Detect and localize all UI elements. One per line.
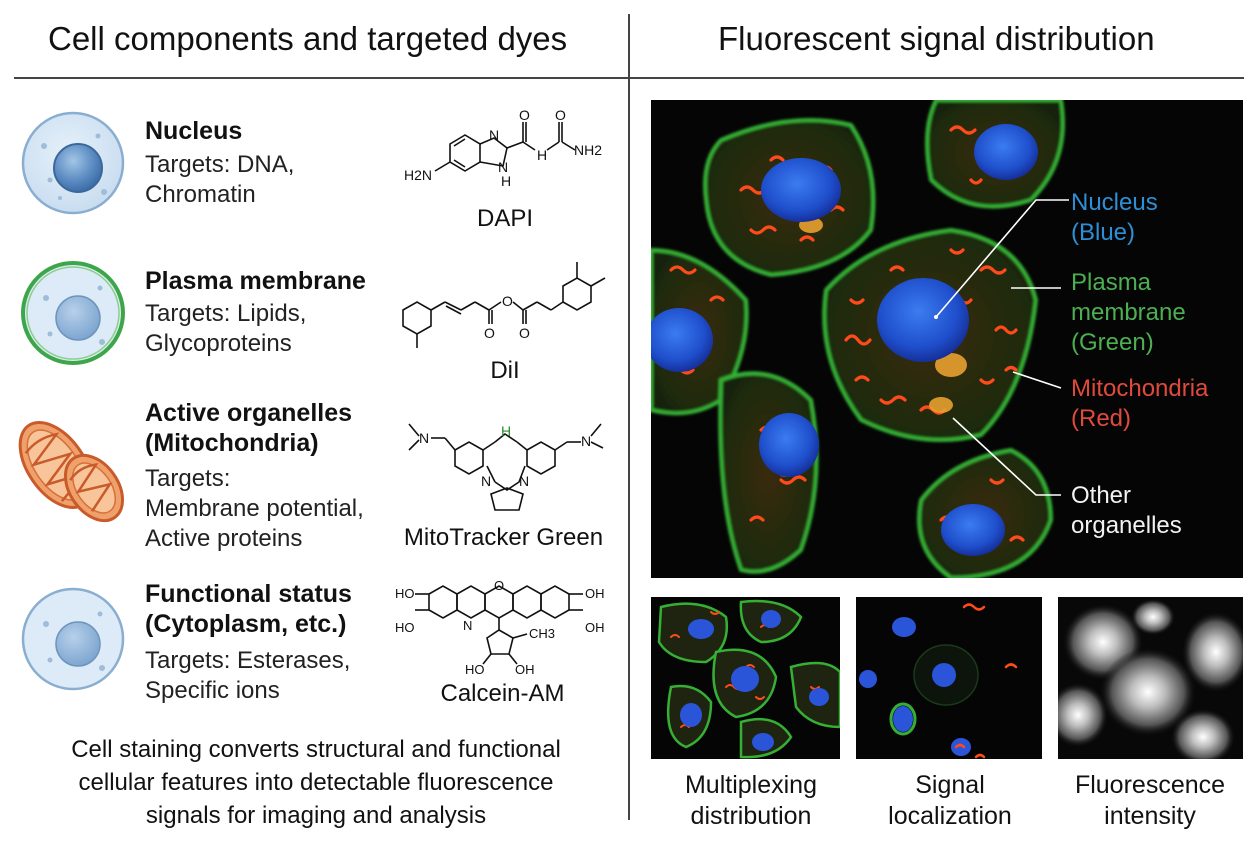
callout-mitochondria: Mitochondria(Red) — [1071, 375, 1209, 432]
functional-status-cell-icon — [21, 587, 125, 691]
svg-text:H2N: H2N — [404, 167, 432, 183]
functional-status-title: Functional status(Cytoplasm, etc.) — [145, 580, 352, 638]
svg-text:OH: OH — [515, 662, 535, 677]
plasma-membrane-cell-icon — [21, 261, 125, 365]
svg-text:O: O — [502, 293, 513, 309]
dapi-label: DAPI — [476, 205, 533, 232]
nucleus-cell-icon — [21, 111, 125, 215]
mitotracker-structure: N H N N N — [408, 423, 604, 511]
plasma-membrane-title: Plasma membrane — [145, 267, 366, 295]
fluorescence-micrograph — [651, 100, 1243, 578]
svg-text:H: H — [501, 173, 511, 189]
plasma-membrane-targets: Targets: Lipids,Glycoproteins — [145, 300, 307, 357]
svg-text:H: H — [501, 423, 511, 439]
svg-text:N: N — [463, 618, 472, 633]
calcein-label: Calcein-AM — [440, 680, 565, 707]
dil-label: DiI — [490, 357, 520, 384]
svg-text:CH3: CH3 — [529, 626, 555, 641]
svg-text:H: H — [537, 147, 547, 163]
svg-text:O: O — [555, 108, 566, 123]
fluorescence-intensity-panel-image — [1058, 597, 1243, 759]
svg-text:HO: HO — [395, 620, 415, 635]
svg-text:N: N — [581, 433, 591, 449]
svg-text:O: O — [519, 325, 530, 341]
mitochondria-icon — [18, 421, 125, 523]
multiplexing-panel-image — [651, 597, 840, 759]
calcein-structure: HO HO O OH OH N CH3 HO OH — [395, 580, 605, 677]
svg-text:O: O — [484, 325, 495, 341]
svg-text:HO: HO — [465, 662, 485, 677]
svg-text:N: N — [489, 127, 499, 143]
active-organelles-targets: Targets:Membrane potential,Active protei… — [145, 465, 364, 552]
svg-text:NH2: NH2 — [574, 142, 602, 158]
callout-nucleus: Nucleus(Blue) — [1071, 189, 1158, 246]
svg-text:HO: HO — [395, 586, 415, 601]
svg-text:N: N — [498, 159, 508, 175]
right-header: Fluorescent signal distribution — [718, 20, 1155, 57]
caption: Cell staining converts structural and fu… — [71, 736, 561, 829]
svg-text:N: N — [481, 473, 491, 489]
active-organelles-title: Active organelles(Mitochondria) — [145, 399, 353, 457]
svg-text:N: N — [519, 473, 529, 489]
column-divider — [628, 14, 630, 820]
dapi-structure: N N H O O H NH2 H2N — [404, 108, 602, 189]
functional-status-targets: Targets: Esterases,Specific ions — [145, 647, 351, 704]
nucleus-title: Nucleus — [145, 117, 243, 145]
left-header: Cell components and targeted dyes — [48, 20, 568, 57]
svg-text:OH: OH — [585, 586, 605, 601]
signal-localization-panel-image — [856, 597, 1042, 759]
svg-text:OH: OH — [585, 620, 605, 635]
svg-text:O: O — [494, 580, 504, 593]
dil-structure: O O O — [402, 262, 606, 348]
svg-text:O: O — [519, 108, 530, 123]
mitotracker-label: MitoTracker Green — [403, 524, 604, 551]
nucleus-targets: Targets: DNA,Chromatin — [145, 151, 295, 208]
svg-text:N: N — [419, 430, 429, 446]
